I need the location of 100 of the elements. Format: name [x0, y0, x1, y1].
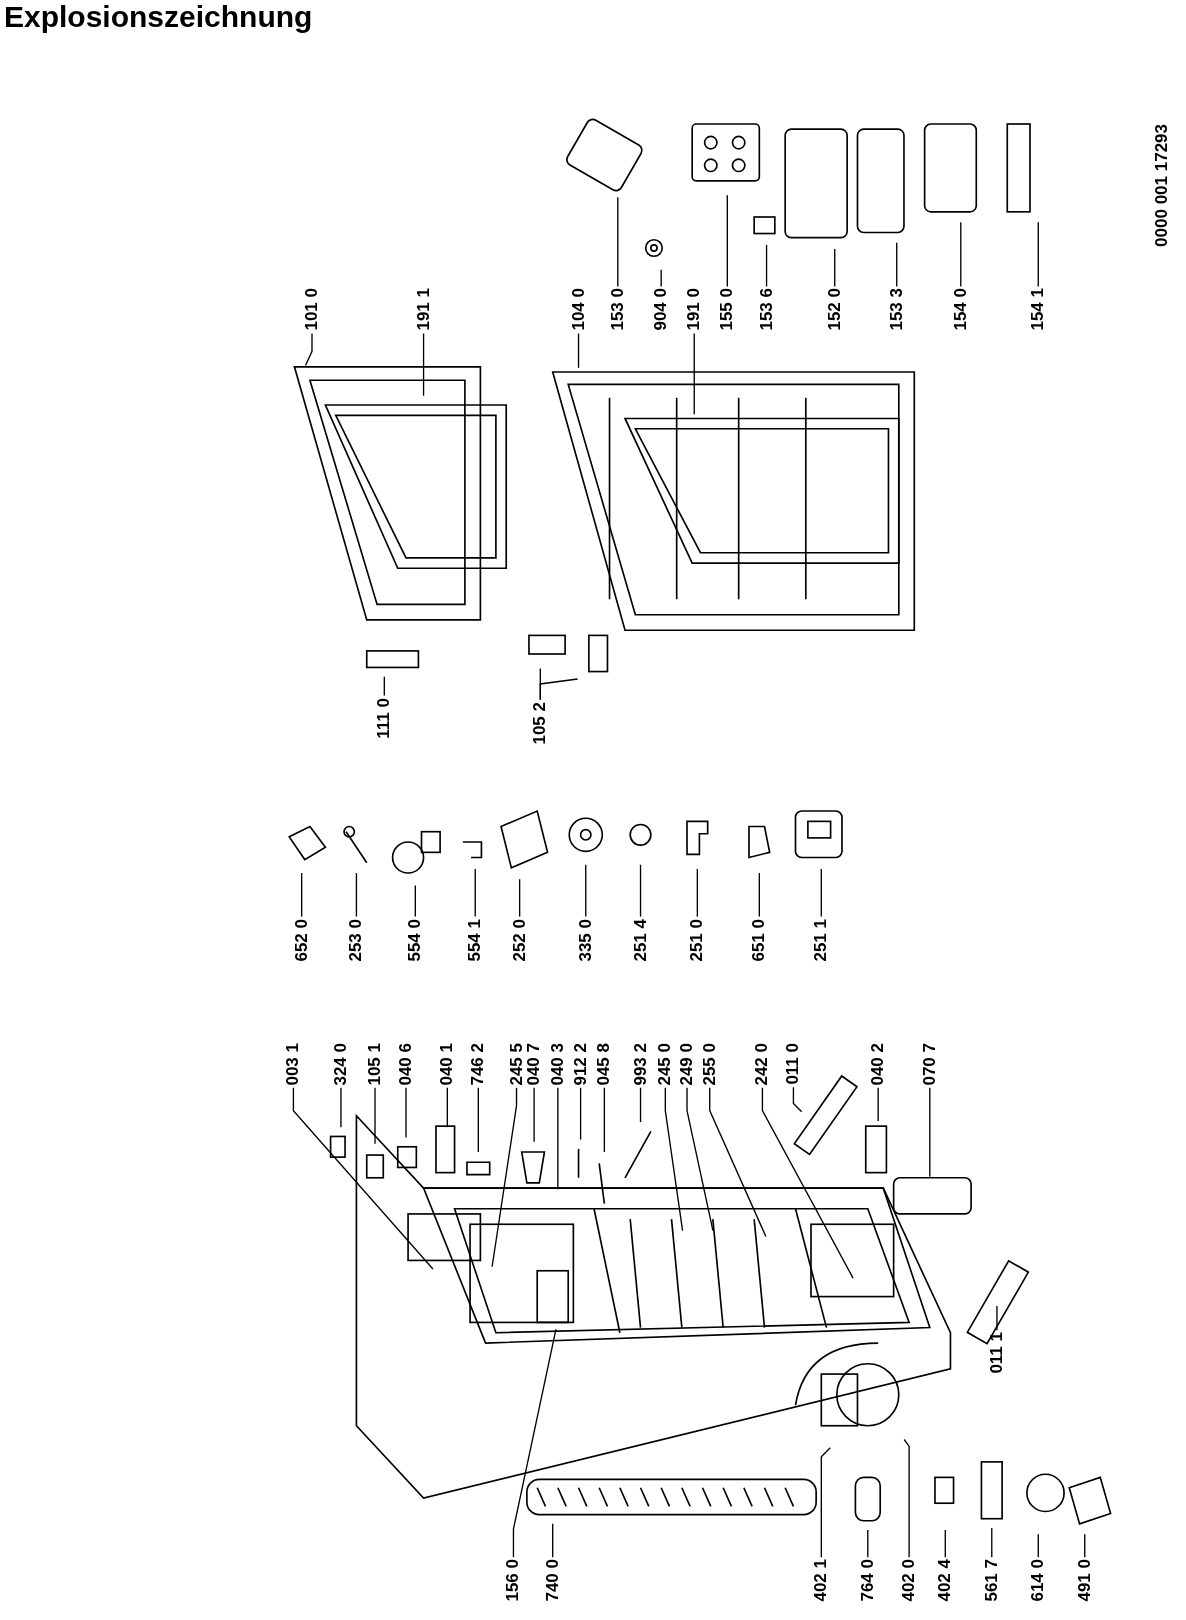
callout-number: 335 0 — [576, 918, 595, 962]
callout-number: 105 1 — [366, 1042, 384, 1086]
leader-line — [639, 864, 642, 918]
leader-line — [709, 1087, 767, 1238]
leader-line — [1037, 1533, 1039, 1558]
callout-number: 152 0 — [825, 288, 844, 331]
callout-number: 764 0 — [858, 1559, 877, 1602]
callout-number: 402 4 — [936, 1559, 955, 1602]
leader-line — [512, 1328, 557, 1558]
callout-number: 011 0 — [784, 1043, 803, 1085]
callout-number: 040 1 — [438, 1042, 457, 1086]
callout-number: 153 0 — [608, 288, 627, 331]
callout-number: 652 0 — [292, 918, 311, 962]
leader-line — [944, 1529, 946, 1558]
leader-line — [374, 1087, 376, 1145]
leader-line — [761, 1087, 854, 1279]
leader-line — [383, 676, 385, 697]
leader-line — [491, 1087, 518, 1268]
leader-line — [877, 1087, 879, 1122]
callout-number: 154 1 — [1029, 288, 1048, 331]
callout-number: 040 2 — [869, 1042, 888, 1086]
callout-number: 105 2 — [531, 701, 550, 745]
callout-number: 554 0 — [406, 918, 425, 962]
leader-line — [929, 1087, 931, 1178]
leader-line — [414, 884, 416, 918]
callout-number: 253 0 — [347, 918, 366, 962]
leader-line — [304, 332, 313, 367]
callout-number: 101 0 — [303, 288, 321, 331]
callout-number: 614 0 — [1029, 1559, 1048, 1602]
leader-line — [758, 872, 760, 918]
callout-number: 111 0 — [375, 697, 394, 739]
callout-number: 746 2 — [469, 1042, 488, 1086]
leader-line — [577, 332, 580, 369]
leader-line — [693, 332, 695, 415]
leader-line — [834, 248, 836, 288]
leader-line — [896, 242, 898, 288]
leader-line — [405, 1087, 407, 1139]
callout-number: 554 1 — [466, 918, 485, 962]
leader-line — [686, 1087, 714, 1232]
callout-number: 045 8 — [595, 1042, 614, 1086]
leader-line — [960, 221, 962, 288]
leader-line — [820, 868, 822, 918]
document-number: 0000 001 17293 — [1153, 124, 1172, 248]
leader-line — [422, 332, 425, 397]
leader-line — [660, 269, 662, 288]
leader-line — [867, 1529, 869, 1558]
callout-number: 324 0 — [331, 1042, 350, 1086]
leader-line — [820, 1447, 831, 1558]
callout-number: 154 0 — [951, 288, 970, 331]
callout-number: 104 0 — [569, 288, 588, 331]
callout-number: 070 7 — [920, 1042, 939, 1086]
leader-line — [474, 868, 476, 918]
leader-line — [552, 1523, 554, 1558]
leader-line — [903, 1438, 910, 1558]
callout-number: 491 0 — [1075, 1559, 1094, 1602]
leader-line — [585, 864, 587, 918]
leader-line — [533, 1087, 535, 1143]
callout-number: 251 4 — [631, 918, 650, 962]
callout-number: 245 0 — [656, 1042, 675, 1086]
callout-number: 402 0 — [900, 1559, 919, 1602]
callout-number: 252 0 — [510, 918, 529, 962]
page-title: Explosionszeichnung — [4, 0, 313, 34]
leader-line — [292, 1087, 434, 1270]
callout-number: 912 2 — [571, 1042, 590, 1086]
leader-line — [557, 1087, 559, 1190]
callout-number: 249 0 — [678, 1042, 696, 1086]
leader-line — [477, 1087, 479, 1153]
leader-line — [639, 1087, 642, 1123]
callout-number: 191 1 — [414, 288, 433, 331]
callout-number: 153 6 — [757, 288, 776, 331]
callout-number: 651 0 — [750, 918, 769, 962]
leader-line — [579, 1087, 582, 1141]
leader-line — [340, 1087, 342, 1128]
callout-number: 040 3 — [548, 1042, 567, 1086]
leader-line — [792, 1086, 803, 1113]
leader-line — [539, 678, 579, 701]
callout-number: 011 1 — [987, 1332, 1006, 1374]
leader-line — [664, 1087, 684, 1232]
callout-number: 245 5 — [507, 1042, 526, 1086]
callout-number: 040 7 — [525, 1042, 544, 1086]
leader-line — [446, 1087, 448, 1128]
callout-number: 993 2 — [631, 1042, 650, 1086]
callout-number: 040 6 — [397, 1042, 415, 1086]
leader-line — [1037, 221, 1039, 288]
leader-line — [696, 868, 698, 918]
callout-number: 402 1 — [812, 1559, 831, 1602]
callout-number: 003 1 — [284, 1042, 303, 1086]
leader-line — [996, 1305, 998, 1331]
leader-line — [991, 1527, 993, 1558]
callout-number: 561 7 — [982, 1559, 1001, 1602]
callout-number: 153 3 — [887, 288, 906, 331]
callout-number: 242 0 — [753, 1042, 772, 1086]
leader-line — [1084, 1533, 1086, 1558]
callout-number: 255 0 — [700, 1042, 719, 1086]
leader-line — [617, 196, 619, 288]
leader-line — [519, 878, 521, 918]
callout-number: 251 0 — [688, 918, 707, 962]
leader-line — [301, 872, 303, 918]
callout-number: 904 0 — [652, 288, 671, 331]
callout-number: 155 0 — [718, 288, 737, 331]
